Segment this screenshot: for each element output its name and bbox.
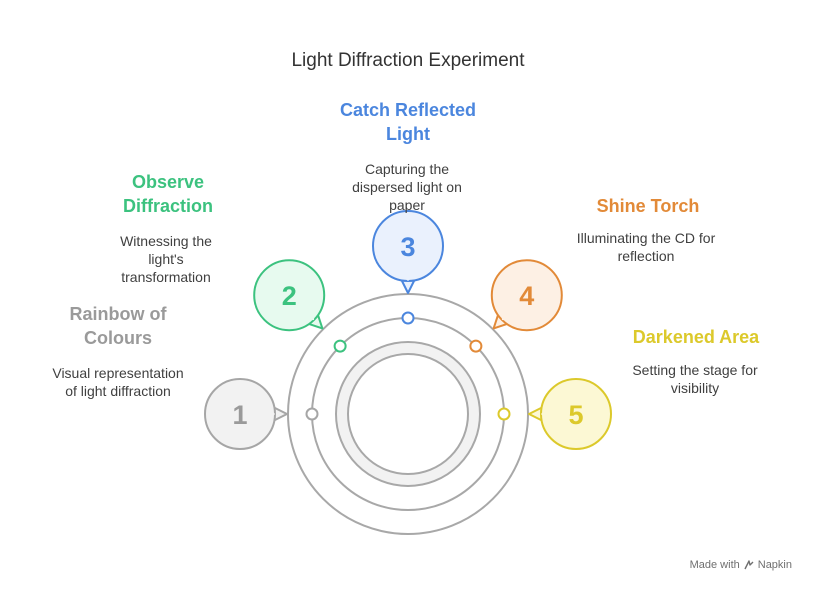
- step-4-heading: Shine Torch: [596, 196, 700, 216]
- step-markers: 1 2 3 4 5: [204, 210, 612, 450]
- step-3-heading: Catch Reflected Light: [339, 100, 477, 144]
- step-2-ring-dot: [333, 339, 347, 353]
- brand-name: Napkin: [757, 559, 792, 571]
- step-4-marker: 4: [469, 259, 563, 353]
- step-2-marker: 2: [253, 259, 347, 353]
- step-5-description: Setting the stage for visibility: [632, 362, 758, 396]
- step-1-heading: Rainbow of Colours: [69, 304, 167, 348]
- step-3-description: Capturing the dispersed light on paper: [352, 161, 462, 213]
- step-2-description: Witnessing the light's transformation: [120, 233, 212, 285]
- step-1-description: Visual representation of light diffracti…: [52, 365, 184, 399]
- step-2-number: 2: [282, 281, 297, 311]
- step-2-heading: Observe Diffraction: [123, 172, 213, 216]
- step-3-ring-dot: [401, 311, 415, 325]
- step-1-ring-dot: [305, 407, 319, 421]
- step-1-marker: 1: [204, 378, 319, 450]
- step-5-ring-dot: [497, 407, 511, 421]
- step-1-number: 1: [232, 400, 247, 430]
- step-5-marker: 5: [497, 378, 612, 450]
- step-3-pointer-seam: [401, 275, 415, 281]
- step-1-pointer-seam: [269, 407, 275, 421]
- brand-prefix: Made with: [689, 559, 740, 571]
- step-5-number: 5: [568, 400, 583, 430]
- step-2-bubble: [253, 259, 326, 332]
- brand-watermark: Made with Napkin: [690, 559, 792, 571]
- step-5-heading: Darkened Area: [632, 327, 760, 347]
- step-4-description: Illuminating the CD for reflection: [576, 230, 716, 264]
- step-4-pointer-seam: [501, 310, 512, 321]
- step-4-ring-dot: [469, 339, 483, 353]
- step-4-number: 4: [519, 281, 534, 311]
- step-4-bubble: [490, 259, 563, 332]
- core-disc: [347, 353, 469, 475]
- step-3-number: 3: [400, 232, 415, 262]
- step-5-pointer-seam: [541, 407, 547, 421]
- step-2-pointer-seam: [304, 310, 315, 321]
- diagram-title: Light Diffraction Experiment: [291, 50, 525, 71]
- concentric-rings: [287, 293, 529, 535]
- napkin-logo-icon: [744, 560, 754, 570]
- step-3-marker: 3: [372, 210, 444, 325]
